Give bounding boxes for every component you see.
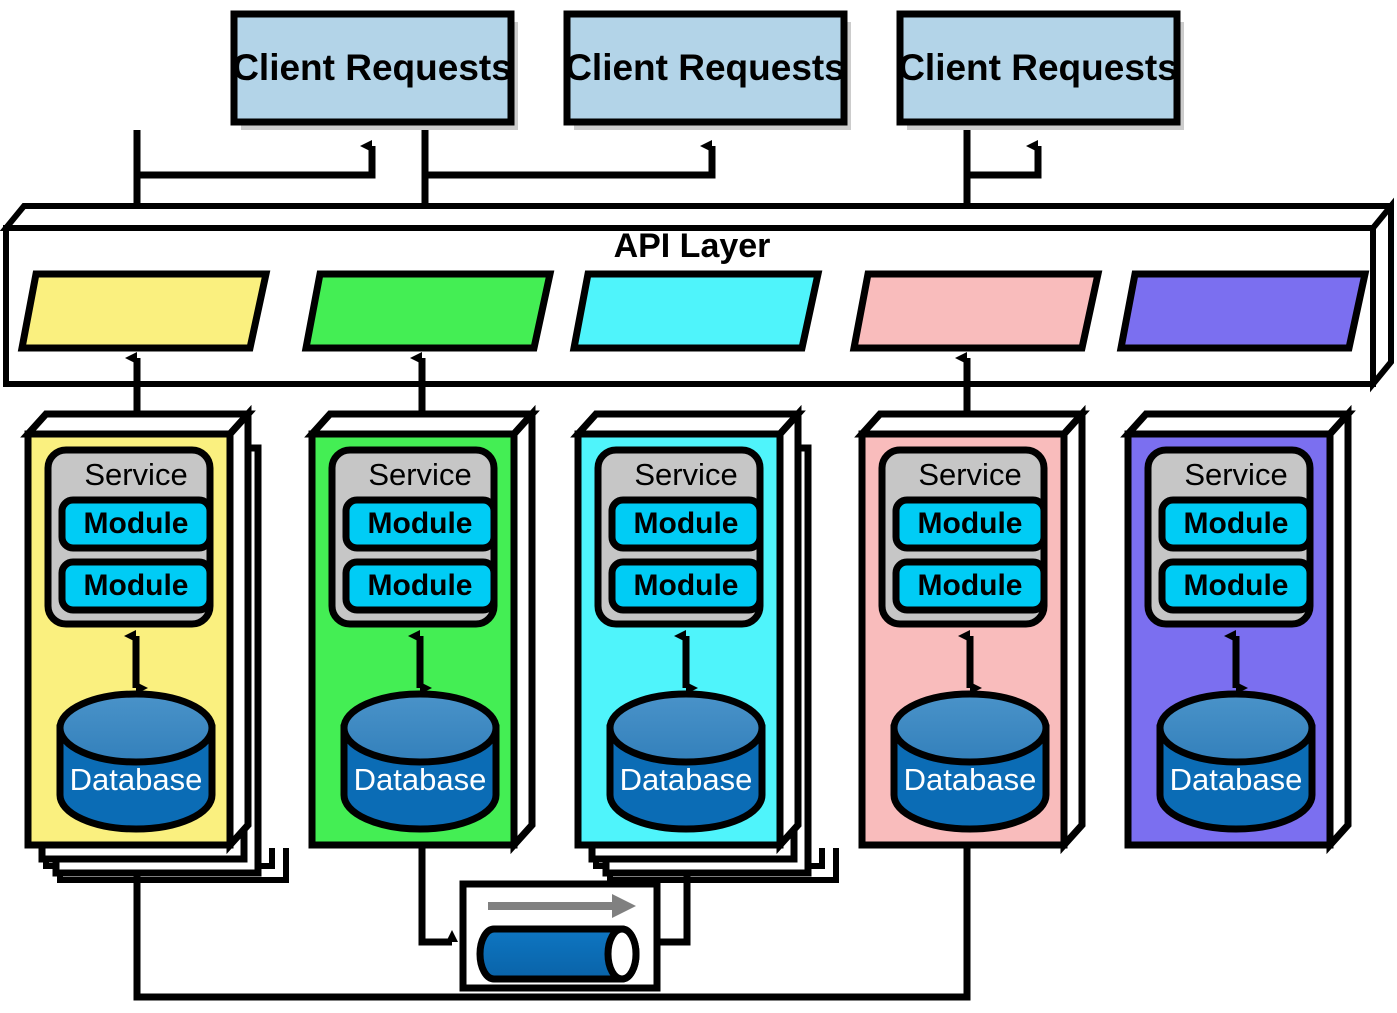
database-cylinder[interactable]: Database <box>340 690 500 833</box>
service-box-cyan[interactable]: Service Module Module Database <box>570 404 812 877</box>
api-endpoint-purple[interactable] <box>1116 270 1370 352</box>
module-label-2: Module <box>918 569 1023 602</box>
queue-pipe-icon <box>476 925 640 983</box>
module-box-1[interactable] <box>1158 496 1314 552</box>
module-label-1: Module <box>918 507 1023 540</box>
service-box-yellow[interactable]: Service Module Module Database <box>20 404 262 877</box>
client-box-label: Client Requests <box>565 47 845 88</box>
api-layer[interactable]: API Layer <box>0 197 1394 393</box>
module-box-1[interactable] <box>58 496 214 552</box>
db-top <box>340 690 500 766</box>
api-layer-top-bevel <box>0 203 1394 231</box>
message-queue[interactable] <box>459 880 661 992</box>
module-label-2: Module <box>84 569 189 602</box>
db-top <box>890 690 1050 766</box>
module-label-2: Module <box>1184 569 1289 602</box>
client-box-body <box>563 10 848 126</box>
service-label: Service <box>634 457 737 492</box>
queue-flow-arrow-icon <box>488 894 636 918</box>
connector-green-to-queue <box>418 845 458 946</box>
db-label: Database <box>620 762 753 797</box>
client-box-label: Client Requests <box>898 47 1178 88</box>
module-label-1: Module <box>84 507 189 540</box>
module-label-1: Module <box>368 507 473 540</box>
connector-pink-to-yellow <box>125 848 971 1001</box>
database-cylinder[interactable]: Database <box>1156 690 1316 833</box>
db-top <box>56 690 216 766</box>
client-box-body <box>230 10 515 126</box>
api-endpoint-green[interactable] <box>301 270 555 352</box>
db-top <box>606 690 766 766</box>
db-top <box>1156 690 1316 766</box>
database-cylinder[interactable]: Database <box>606 690 766 833</box>
module-box-1[interactable] <box>608 496 764 552</box>
database-cylinder[interactable]: Database <box>890 690 1050 833</box>
api-endpoint-yellow[interactable] <box>17 270 271 352</box>
service-box-green[interactable]: Service Module Module Database <box>304 404 540 855</box>
service-label: Service <box>84 457 187 492</box>
api-endpoint-pink[interactable] <box>849 270 1103 352</box>
service-box-purple[interactable]: Service Module Module Database <box>1120 404 1356 855</box>
client-box-body <box>896 10 1181 126</box>
api-endpoint-cyan[interactable] <box>569 270 823 352</box>
service-label: Service <box>1184 457 1287 492</box>
module-label-2: Module <box>634 569 739 602</box>
module-box-2[interactable] <box>1158 558 1314 614</box>
module-box-1[interactable] <box>892 496 1048 552</box>
service-box-pink[interactable]: Service Module Module Database <box>854 404 1090 855</box>
api-service-connectors <box>125 352 979 421</box>
module-box-1[interactable] <box>342 496 498 552</box>
service-label: Service <box>368 457 471 492</box>
module-box-2[interactable] <box>608 558 764 614</box>
module-box-2[interactable] <box>892 558 1048 614</box>
client-box-label: Client Requests <box>232 47 512 88</box>
module-box-2[interactable] <box>342 558 498 614</box>
db-label: Database <box>1170 762 1303 797</box>
connector-queue-to-cyan <box>657 856 691 946</box>
client-request-box-3[interactable]: Client Requests <box>896 10 1184 130</box>
module-label-1: Module <box>1184 507 1289 540</box>
module-label-2: Module <box>368 569 473 602</box>
db-label: Database <box>70 762 203 797</box>
module-label-1: Module <box>634 507 739 540</box>
db-label: Database <box>904 762 1037 797</box>
client-request-box-2[interactable]: Client Requests <box>563 10 851 130</box>
database-cylinder[interactable]: Database <box>56 690 216 833</box>
db-label: Database <box>354 762 487 797</box>
api-layer-label: API Layer <box>614 227 771 265</box>
client-requests-group: Client Requests Client Requests Client R… <box>230 10 1184 130</box>
service-label: Service <box>918 457 1021 492</box>
module-box-2[interactable] <box>58 558 214 614</box>
client-request-box-1[interactable]: Client Requests <box>230 10 518 130</box>
